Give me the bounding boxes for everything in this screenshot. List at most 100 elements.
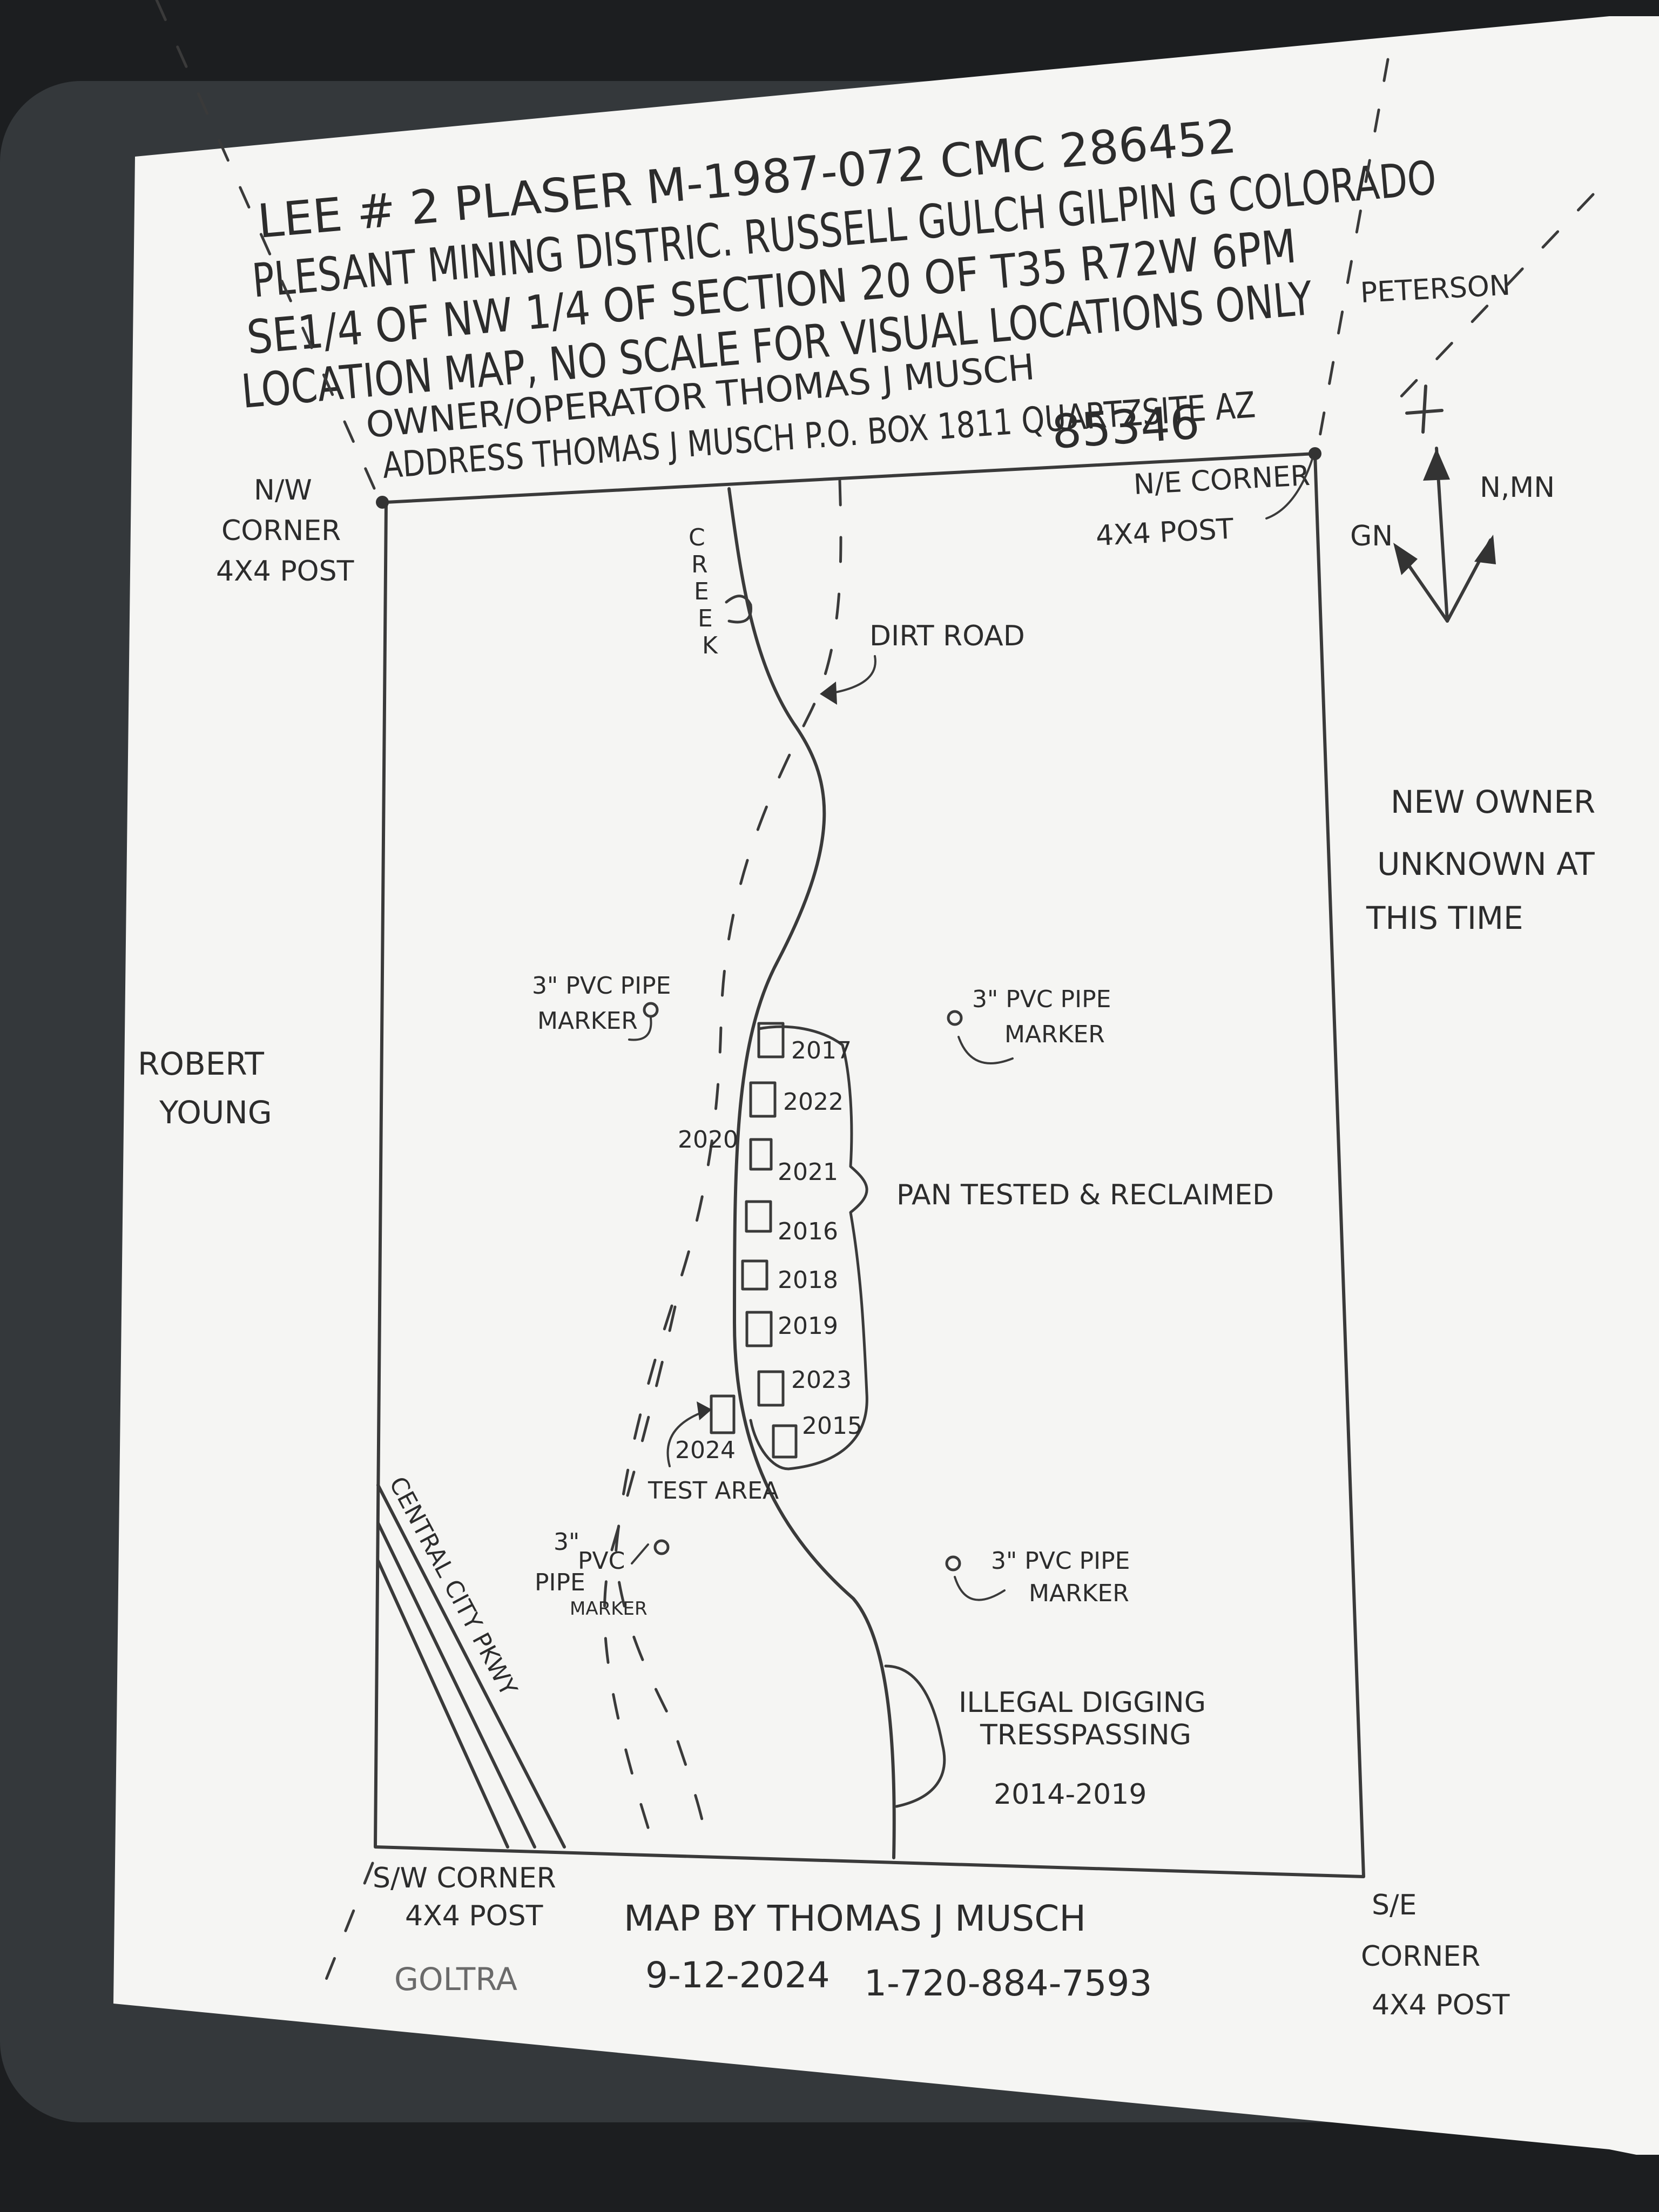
paper [113,16,1659,2155]
footer-phone: 1-720-884-7593 [864,1963,1152,2004]
se-corner-line-3: 4X4 POST [1372,1989,1510,2021]
illegal-digging-area [884,1664,946,1808]
neighbor-west-line-1: ROBERT [138,1046,264,1082]
illegal-line-1: ILLEGAL DIGGING [959,1687,1206,1719]
test-pit-label-2017: 2017 [791,1037,852,1064]
test-pit-2018 [741,1259,768,1291]
pvc-nw-pipe [643,1002,659,1018]
pvc-nw-line-2: MARKER [537,1007,638,1035]
nw-survey-line [155,0,380,498]
pvc-sw-pipe [653,1539,670,1555]
pvc-sw-leader [631,1543,649,1564]
test-pit-label-2016: 2016 [778,1218,838,1245]
pvc-ne-leader [957,1036,1014,1064]
sw-corner-line-2: 4X4 POST [405,1900,543,1932]
compass-rose: GN N,MN [1350,385,1555,623]
pkwy-edge-3 [376,1559,509,1849]
pvc-se-pipe [945,1555,961,1572]
ne-corner-leader [1265,458,1313,520]
dirt-road-west-line [603,1305,677,1838]
neighbor-west: ROBERT YOUNG [138,1046,272,1131]
illegal-line-2: TRESSPASSING [980,1719,1191,1751]
neighbor-east: NEW OWNER UNKNOWN AT THIS TIME [1366,784,1595,936]
ne-vertical-survey-line [1316,58,1390,450]
gn-arrowhead [1393,543,1418,575]
test-pit-2023 [757,1370,785,1407]
creek-letter-3: E [694,578,709,605]
pvc-marker-nw: 3" PVC PIPE MARKER [532,972,671,1041]
se-corner-line-2: CORNER [1361,1940,1480,1973]
creek-swirl [725,595,752,624]
header-line-7: 85346 [1050,395,1201,460]
nw-corner-label: N/W CORNER 4X4 POST [216,474,354,588]
neighbor-east-line-3: THIS TIME [1366,900,1523,936]
test-pit-2015 [772,1424,798,1459]
test-area-label: TEST AREA [648,1477,779,1505]
pvc-ne-pipe [947,1010,963,1026]
dirt-road-arrowhead [820,682,837,705]
compass-n-mn-label: N,MN [1480,471,1555,504]
pvc-ne-line-1: 3" PVC PIPE [972,986,1111,1013]
pvc-marker-se: 3" PVC PIPE MARKER [945,1547,1130,1607]
test-pit-2024 [710,1394,736,1434]
se-corner-label: S/E CORNER 4X4 POST [1361,1889,1510,2021]
pvc-nw-line-1: 3" PVC PIPE [532,972,671,1000]
test-pit-2020 [749,1138,773,1171]
test-pit-label-2021: 2021 [778,1158,838,1186]
neighbor-east-line-1: NEW OWNER [1391,784,1595,820]
test-pit-label-2019: 2019 [778,1312,838,1340]
neighbor-east-line-2: UNKNOWN AT [1377,846,1595,882]
north-arrowhead [1423,448,1450,481]
dirt-road-leader [825,655,876,695]
creek-label: C R E E K [689,524,718,659]
test-pits: 2017 2022 2020 2021 2016 2018 2019 2023 … [666,1022,862,1467]
star-horizontal [1405,409,1444,415]
pkwy-edge-1 [376,1483,566,1849]
se-corner-line-1: S/E [1372,1889,1417,1921]
sw-survey-line [317,1862,374,2000]
illegal-digging-label: ILLEGAL DIGGING TRESSPASSING 2014-2019 [959,1687,1206,1811]
test-pit-2016 [745,1200,772,1233]
nw-corner-line-2: CORNER [221,515,341,547]
pvc-se-line-2: MARKER [1029,1580,1129,1607]
creek-letter-5: K [702,632,718,659]
pvc-ne-line-2: MARKER [1004,1021,1105,1048]
pvc-sw-line-4: MARKER [570,1598,648,1620]
test-pit-2019 [745,1311,773,1347]
compass-gn-label: GN [1350,520,1393,552]
test-pit-label-2018: 2018 [778,1266,838,1294]
pvc-se-leader [954,1576,1006,1601]
pvc-sw-line-3: PIPE [535,1569,585,1596]
dirt-road-line [614,479,842,1849]
pvc-se-line-1: 3" PVC PIPE [991,1547,1130,1575]
pan-tested-label: PAN TESTED & RECLAIMED [896,1179,1274,1211]
test-pit-label-2024: 2024 [675,1437,736,1464]
creek-letter-4: E [698,605,713,632]
creek-letter-2: R [691,551,708,578]
pvc-sw-line-1: 3" [554,1528,579,1556]
test-pit-label-2022: 2022 [783,1088,844,1116]
pkwy-edge-2 [376,1521,536,1849]
creek-letter-1: C [689,524,705,551]
property-boundary [374,452,1365,1878]
test-pit-label-2020: 2020 [678,1126,738,1154]
star-vertical [1421,385,1427,434]
pvc-marker-ne: 3" PVC PIPE MARKER [947,986,1111,1064]
footer-author: MAP BY THOMAS J MUSCH [624,1898,1086,1939]
ne-corner-line-2: 4X4 POST [1095,513,1235,552]
nw-corner-post [376,496,389,509]
test-area-arrowhead [697,1401,712,1420]
ne-corner-post [1309,447,1321,460]
pvc-nw-leader [628,1017,652,1041]
dirt-road-label: DIRT ROAD [869,620,1025,652]
neighbor-goltra: GOLTRA [394,1961,517,1998]
nw-corner-line-1: N/W [254,474,312,507]
test-pit-label-2023: 2023 [791,1366,852,1394]
sw-corner-label: S/W CORNER 4X4 POST [373,1862,556,1932]
footer: MAP BY THOMAS J MUSCH 9-12-2024 1-720-88… [624,1898,1152,2004]
nw-corner-line-3: 4X4 POST [216,555,354,588]
test-pit-label-2015: 2015 [802,1412,862,1440]
illegal-line-3: 2014-2019 [994,1778,1147,1811]
pvc-sw-line-2: PVC [578,1547,625,1575]
